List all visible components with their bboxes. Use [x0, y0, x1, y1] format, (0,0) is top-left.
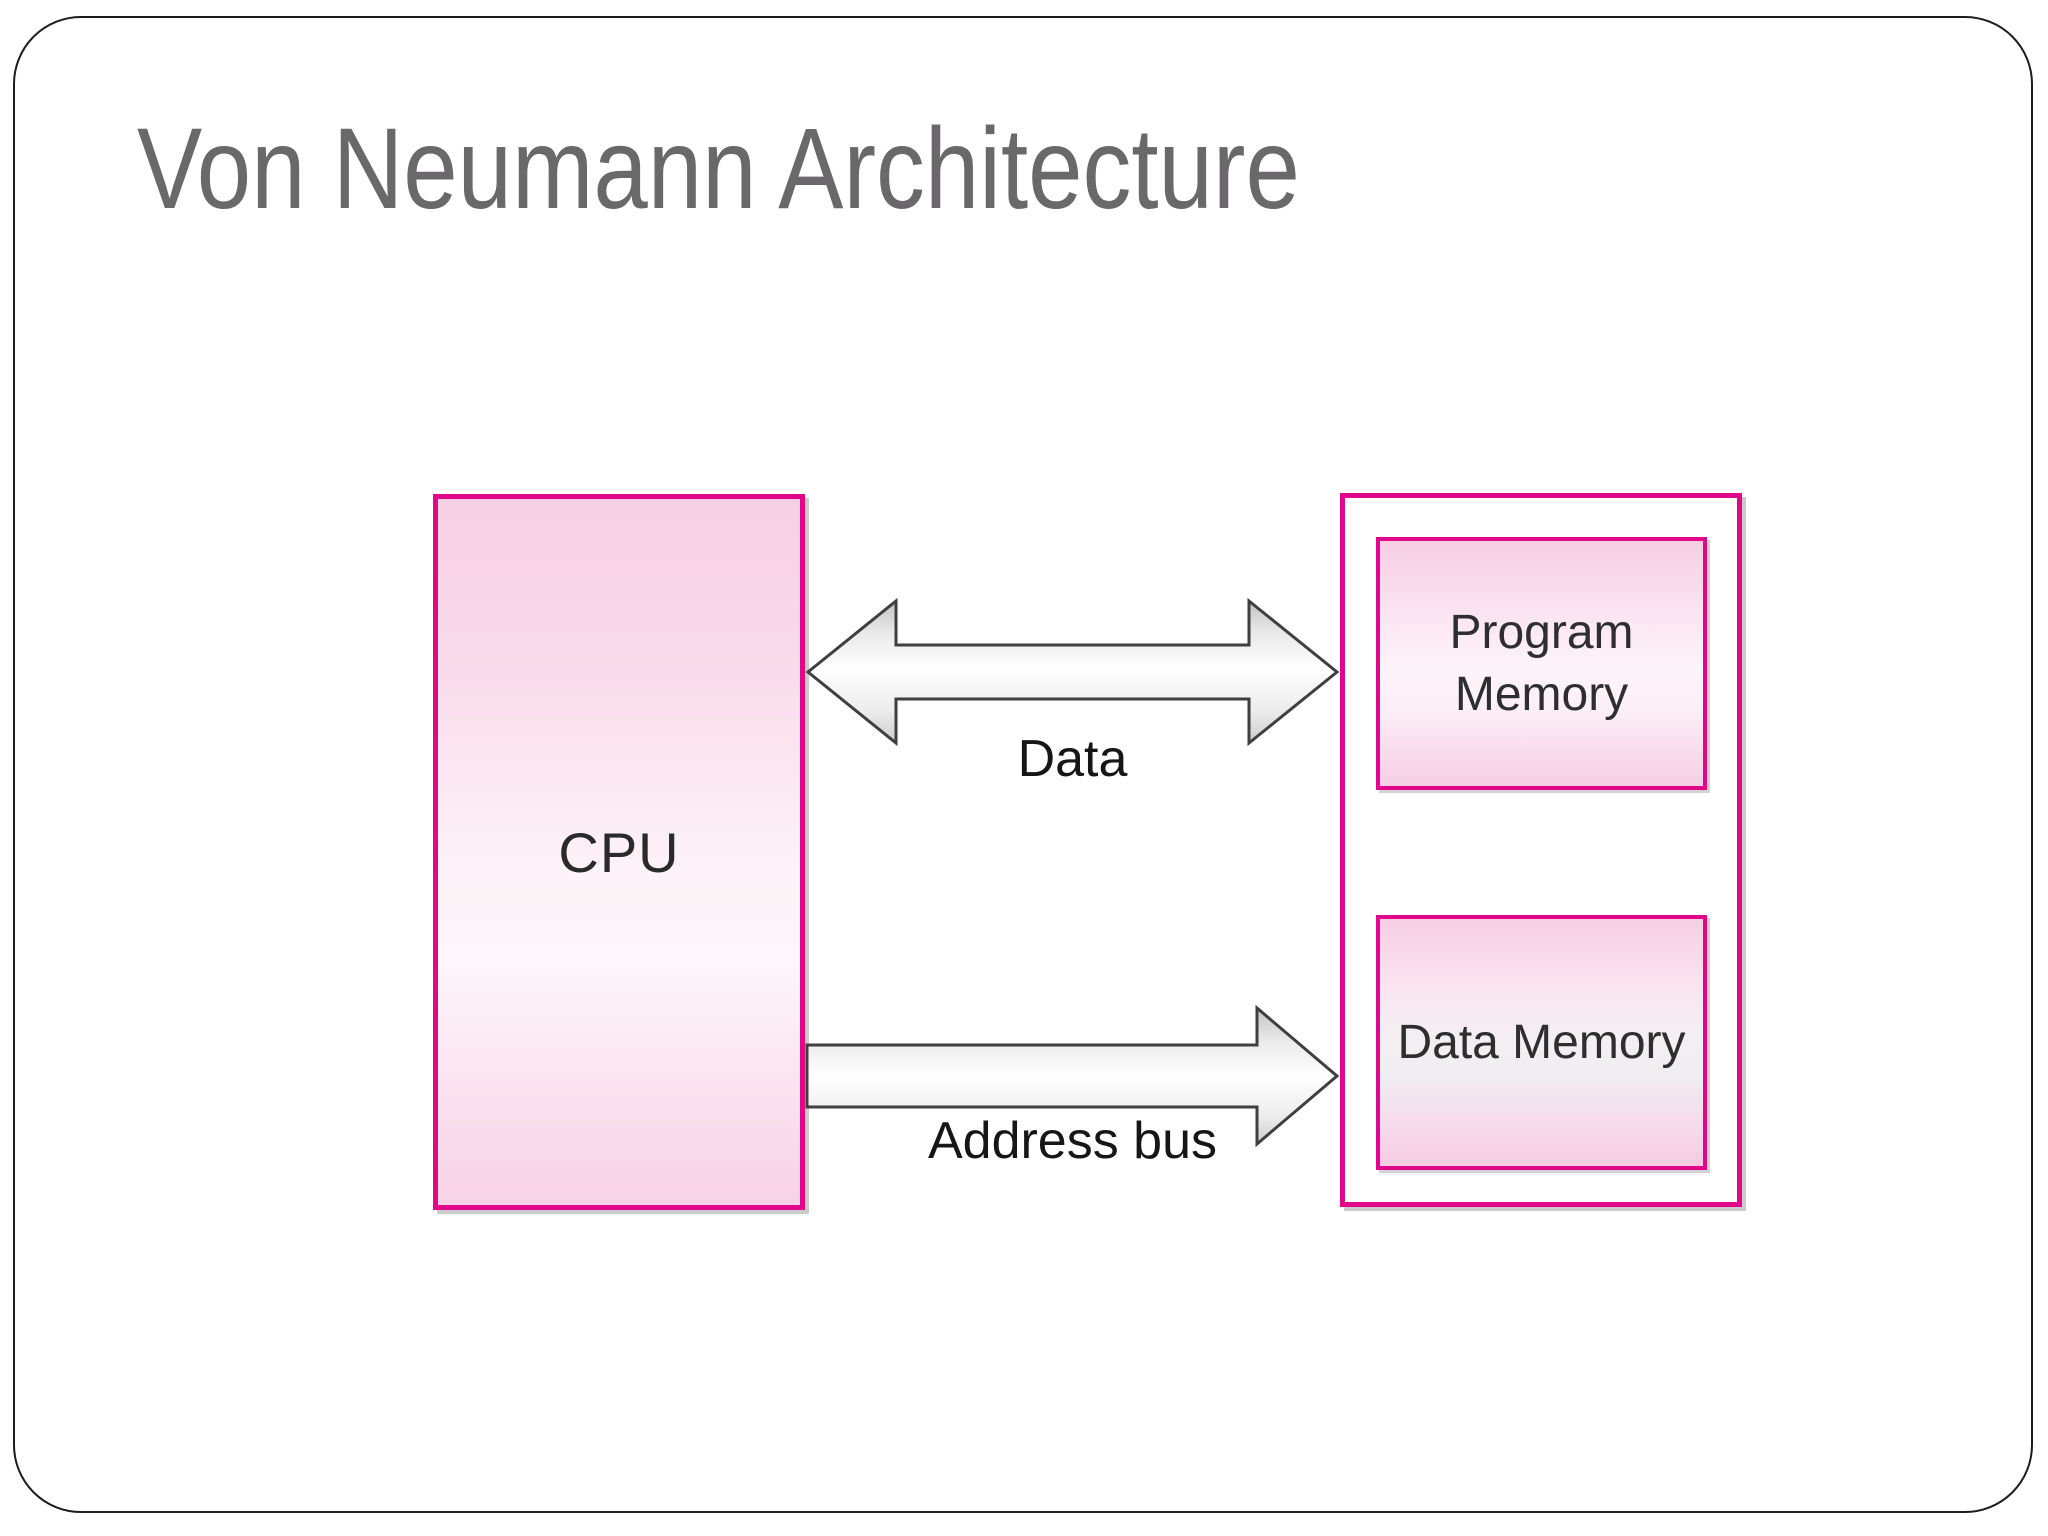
page-title: Von Neumann Architecture — [137, 105, 1300, 233]
address-bus-label: Address bus — [927, 1112, 1218, 1170]
program-memory-box: Program Memory — [1376, 537, 1707, 790]
double-headed-arrow-icon — [805, 597, 1340, 747]
data-memory-box: Data Memory — [1376, 915, 1707, 1170]
cpu-box: CPU — [433, 494, 805, 1210]
data-memory-label: Data Memory — [1397, 1015, 1686, 1069]
program-memory-label: Program Memory — [1449, 605, 1634, 721]
right-arrow-icon — [805, 1004, 1340, 1148]
double-headed-arrow-shape — [805, 597, 1340, 747]
right-arrow-shape — [805, 1004, 1340, 1148]
data-bus-label: Data — [1017, 730, 1128, 788]
cpu-label: CPU — [558, 820, 680, 884]
